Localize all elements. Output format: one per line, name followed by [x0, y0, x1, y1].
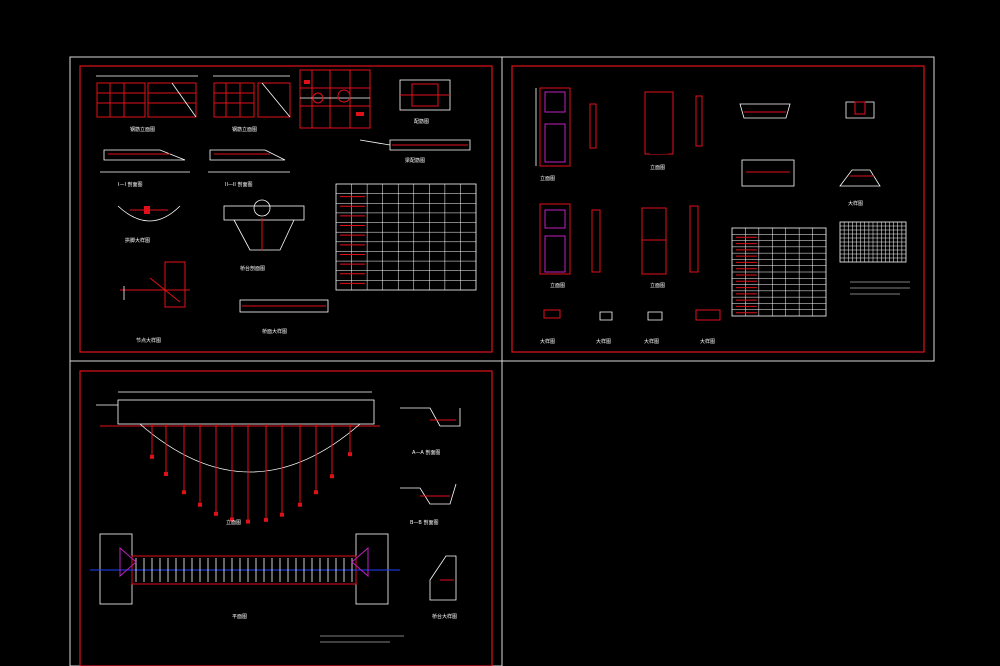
svg-text:平面图: 平面图: [232, 614, 247, 620]
bridge-plan: 平面图: [90, 533, 400, 620]
frame-elevation-2: 立面图: [644, 91, 703, 171]
joint-detail: 节点大样图: [120, 261, 190, 344]
grid-panel: [839, 221, 910, 295]
rebar-elevation-1: 钢筋立面图: [96, 75, 198, 133]
svg-text:立面图: 立面图: [650, 164, 665, 171]
slab-detail-2: II—II 剖面图: [208, 149, 290, 188]
rebar-elevation-2: 钢筋立面图: [213, 75, 291, 133]
svg-text:配筋图: 配筋图: [414, 118, 429, 125]
sheet-bottom-left-content: 立面图 A—A 剖面图 B—B 剖面图 平面图 桥台大样图: [90, 391, 461, 643]
svg-text:拱脚大样图: 拱脚大样图: [125, 237, 150, 244]
svg-text:大样图: 大样图: [700, 338, 715, 345]
frame-top-right: [511, 65, 925, 353]
svg-text:钢筋立面图: 钢筋立面图: [232, 126, 257, 133]
rebar-detail-cluster: [299, 69, 371, 129]
svg-text:II—II 剖面图: II—II 剖面图: [225, 181, 253, 188]
svg-text:桥台剖面图: 桥台剖面图: [240, 265, 265, 272]
sheet-top-left-content: 钢筋立面图 钢筋立面图 配筋图: [96, 69, 477, 344]
pier-footing: [182, 490, 186, 495]
svg-text:大样图: 大样图: [848, 200, 863, 207]
pier-footing: [230, 517, 234, 522]
long-beam-detail: 梁配筋图: [359, 139, 471, 164]
svg-text:节点大样图: 节点大样图: [136, 337, 161, 344]
section-b-b: B—B 剖面图: [400, 483, 457, 526]
abutment-section: 桥台剖面图: [223, 199, 305, 272]
sheet-bottom-left-border: [69, 360, 503, 666]
sheet-top-right-border: [501, 56, 935, 362]
schedule-table-top-left: [335, 183, 477, 291]
svg-text:立面图: 立面图: [650, 282, 665, 289]
svg-text:立面图: 立面图: [550, 282, 565, 289]
bridge-elevation: 立面图: [96, 391, 380, 526]
pier-footing: [330, 474, 334, 479]
svg-text:立面图: 立面图: [540, 175, 555, 182]
frame-elevation-3: 立面图: [539, 203, 601, 289]
frame-elevation-4: 立面图: [641, 205, 699, 289]
frame-bottom-left: [79, 370, 493, 666]
svg-text:梁配筋图: 梁配筋图: [405, 157, 425, 164]
pier-footing: [198, 502, 202, 507]
svg-text:钢筋立面图: 钢筋立面图: [130, 126, 155, 133]
svg-text:大样图: 大样图: [540, 338, 555, 345]
abutment-detail: 桥台大样图: [429, 555, 457, 620]
box-detail: 配筋图: [399, 79, 451, 125]
pier-footing: [150, 454, 154, 459]
svg-text:立面图: 立面图: [226, 519, 241, 526]
svg-text:B—B 剖面图: B—B 剖面图: [410, 519, 438, 526]
sheet-top-right-content: 立面图 立面图 大样图 立面图: [535, 87, 910, 345]
pier-footing: [246, 519, 250, 524]
frame-elevation-1: 立面图: [535, 87, 597, 182]
section-a-a: A—A 剖面图: [400, 407, 461, 456]
pier-footing: [348, 452, 352, 457]
arch-detail-1: 拱脚大样图: [117, 205, 181, 244]
pier-footing: [164, 472, 168, 477]
small-details: 大样图: [739, 101, 881, 207]
svg-text:桥台大样图: 桥台大样图: [432, 613, 457, 620]
bottom-small-details: 大样图 大样图 大样图 大样图: [540, 309, 721, 345]
svg-text:I—I 剖面图: I—I 剖面图: [118, 181, 143, 188]
svg-text:桥面大样图: 桥面大样图: [262, 328, 287, 335]
svg-text:大样图: 大样图: [596, 338, 611, 345]
pier-footing: [264, 517, 268, 522]
pier-footing: [314, 490, 318, 495]
pier-footing: [214, 511, 218, 516]
svg-text:大样图: 大样图: [644, 338, 659, 345]
schedule-table-top-right: [731, 227, 827, 317]
svg-text:A—A 剖面图: A—A 剖面图: [412, 449, 440, 456]
deck-detail: 桥面大样图: [239, 299, 329, 335]
frame-top-left: [79, 65, 493, 353]
pier-footing: [280, 512, 284, 517]
pier-footing: [298, 502, 302, 507]
slab-detail-1: I—I 剖面图: [100, 149, 190, 188]
